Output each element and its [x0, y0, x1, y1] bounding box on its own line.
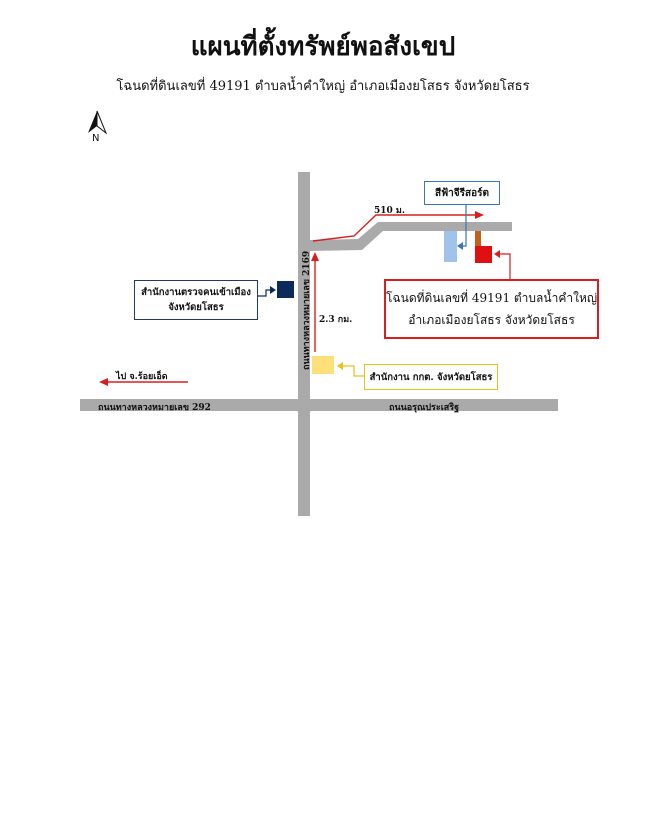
compass-label: N [92, 133, 100, 144]
property-label-line2: อำเภอเมืองยโสธร จังหวัดยโสธร [408, 313, 575, 327]
road-label-2169: ถนนทางหลวงหมายเลข 2169 [302, 250, 312, 370]
distance-510m: 510 ม. [374, 206, 405, 216]
resort-label-box: สีฟ้าจีรีสอร์ต [424, 181, 500, 205]
callout-office [337, 362, 364, 377]
brown-marker [475, 231, 481, 247]
immigration-marker [277, 281, 294, 298]
callout-immigration [256, 286, 276, 297]
north-arrow-icon [88, 110, 108, 135]
road-label-292: ถนนทางหลวงหมายเลข 292 [98, 403, 211, 413]
office-label: สำนักงาน กกต. จังหวัดยโสธร [369, 371, 493, 383]
road-vertical-2169 [298, 172, 310, 516]
distance-2-3km: 2.3 กม. [319, 315, 353, 325]
callout-resort [457, 204, 467, 250]
callout-property [494, 250, 511, 279]
property-label-box: โฉนดที่ดินเลขที่ 49191 ตำบลน้ำคำใหญ่ อำเ… [384, 279, 599, 339]
road-branch [310, 222, 512, 251]
property-label-line1: โฉนดที่ดินเลขที่ 49191 ตำบลน้ำคำใหญ่ [386, 291, 598, 305]
resort-label: สีฟ้าจีรีสอร์ต [434, 187, 489, 199]
resort-marker [444, 231, 457, 262]
direction-to-roiet: ไป จ.ร้อยเอ็ด [116, 372, 168, 382]
route-line [99, 211, 484, 386]
office-marker [312, 356, 334, 374]
property-marker [475, 246, 492, 263]
road-label-arun: ถนนอรุณประเสริฐ [389, 403, 460, 413]
office-label-box: สำนักงาน กกต. จังหวัดยโสธร [364, 364, 498, 390]
immigration-label-line1: สำนักงานตรวจคนเข้าเมือง [141, 287, 251, 298]
immigration-label-line2: จังหวัดยโสธร [168, 302, 224, 313]
page-title: แผนที่ตั้งทรัพย์พอสังเขป [190, 32, 456, 62]
immigration-label-box: สำนักงานตรวจคนเข้าเมือง จังหวัดยโสธร [134, 280, 258, 320]
page-subtitle: โฉนดที่ดินเลขที่ 49191 ตำบลน้ำคำใหญ่ อำเ… [116, 79, 530, 94]
road-horizontal-main [80, 399, 558, 411]
